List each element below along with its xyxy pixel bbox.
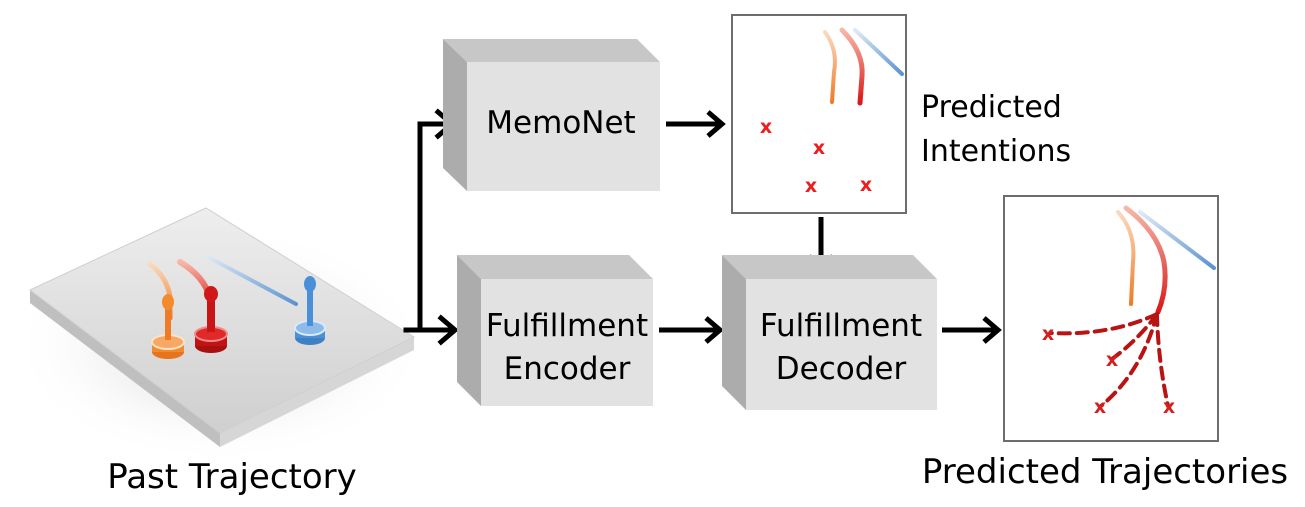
arrow-decoder-to-output [942, 316, 1002, 344]
orange-agent-icon [151, 294, 185, 359]
intention-marker: x [760, 116, 772, 138]
intentions-label-line1: Predicted [921, 90, 1062, 125]
scene-plate-top [29, 207, 416, 434]
predicted-endpoint-marker: x [1106, 349, 1118, 371]
memonet-label: MemoNet [486, 105, 635, 141]
predicted-trajectories-label: Predicted Trajectories [922, 452, 1288, 492]
predicted-endpoint-marker: x [1042, 323, 1054, 345]
intention-marker: x [805, 175, 817, 197]
scene-plate-front [220, 337, 414, 447]
past-trajectory-label: Past Trajectory [107, 457, 357, 497]
intentions-label-line2: Intentions [921, 134, 1071, 169]
intention-marker: x [860, 174, 872, 196]
blue-agent-icon [294, 276, 326, 345]
blue-past-path [204, 254, 298, 306]
intention-marker: x [813, 137, 825, 159]
red-agent-icon [194, 286, 228, 353]
predicted-trajectories-panel: x x x x [1003, 195, 1219, 442]
predicted-endpoint-marker: x [1094, 396, 1106, 418]
predicted-intentions-panel: x x x x [731, 14, 907, 214]
past-trajectory-scene [10, 207, 430, 465]
arrow-memonet-to-intentions [666, 110, 726, 138]
arrow-encoder-to-decoder [659, 316, 724, 344]
scene-plate-side [30, 290, 220, 447]
decoder-label-line1: Fulfillment [760, 308, 922, 344]
decoder-label-line2: Decoder [776, 351, 907, 387]
fulfillment-decoder-box: Fulfillment Decoder [722, 255, 937, 410]
encoder-label-line1: Fulfillment [486, 308, 648, 344]
fulfillment-encoder-box: Fulfillment Encoder [457, 255, 653, 406]
encoder-label-line2: Encoder [504, 351, 631, 387]
predicted-endpoint-marker: x [1163, 396, 1175, 418]
memonet-box: MemoNet [443, 39, 660, 191]
